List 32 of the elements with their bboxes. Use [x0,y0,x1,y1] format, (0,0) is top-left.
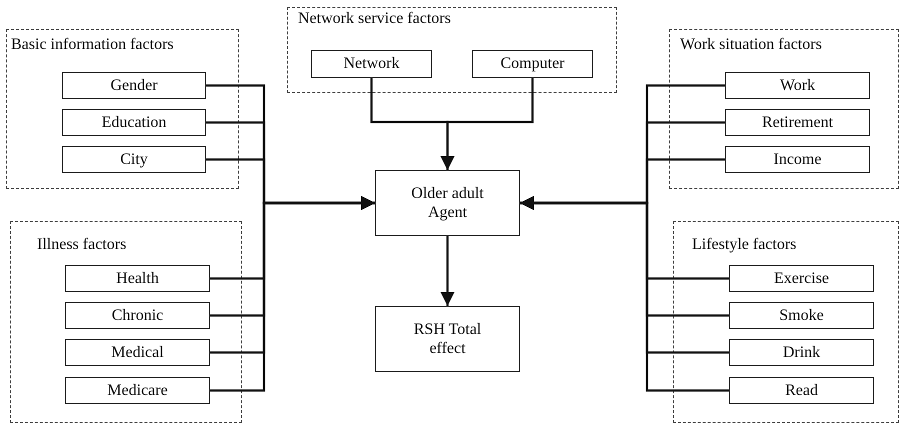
group-heading: Illness factors [37,236,126,254]
factor-box: Smoke [729,302,874,329]
connector-arrow [520,196,729,392]
factor-box: Retirement [725,109,870,136]
factor-box: Work [725,72,870,99]
process-box: Older adult Agent [375,170,520,236]
group-heading: Lifestyle factors [692,236,796,254]
dashed-group-frame [287,7,617,93]
factor-box: Health [65,265,210,292]
factor-box: Network [311,50,432,78]
factor-box: Computer [472,50,593,78]
connector-arrow [440,78,534,170]
factor-box: Chronic [65,302,210,329]
dashed-group-frame [673,221,899,423]
dashed-group-frame [6,29,239,189]
factor-box: Medicare [65,377,210,404]
connector-arrow [440,236,454,306]
factor-box: Drink [729,339,874,366]
group-heading: Work situation factors [680,36,822,54]
factor-box: Education [62,109,206,136]
factor-box: Read [729,377,874,404]
factor-box: City [62,146,206,173]
factor-box: Income [725,146,870,173]
factor-box: Gender [62,72,206,99]
process-box: RSH Total effect [375,306,520,372]
factor-box: Medical [65,339,210,366]
dashed-group-frame [669,29,899,189]
group-heading: Basic information factors [11,36,174,54]
connector-arrow [210,196,375,392]
factor-box: Exercise [729,265,874,292]
group-heading: Network service factors [298,10,451,28]
dashed-group-frame [10,221,242,423]
